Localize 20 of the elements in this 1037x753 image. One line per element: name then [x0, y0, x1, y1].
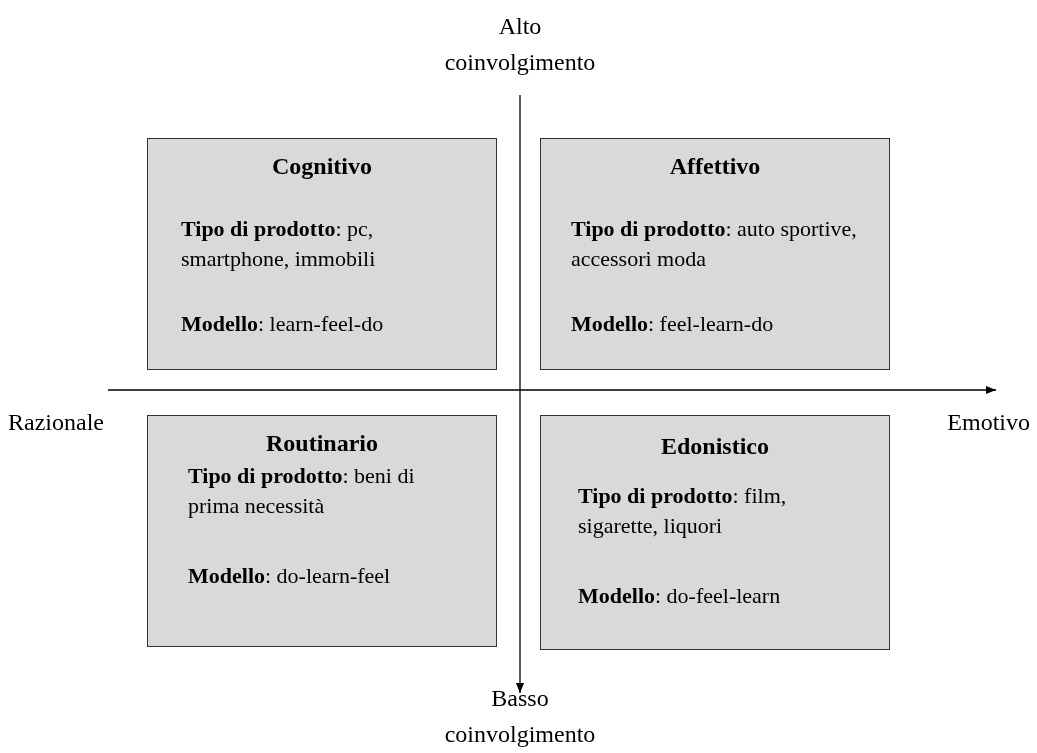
model-text: Modello: do-feel-learn	[578, 582, 782, 610]
axis-label: Razionale	[8, 408, 105, 437]
quadrant-box	[540, 138, 890, 370]
box-heading: Cognitivo	[271, 152, 373, 181]
product-type-text: Tipo di prodotto: film, sigarette, liquori	[578, 482, 788, 540]
product-type-text: Tipo di prodotto: pc, smartphone, immobili	[181, 215, 377, 273]
axis-label: Emotivo	[946, 408, 1030, 437]
quadrant-box	[147, 138, 497, 370]
product-type-text: Tipo di prodotto: auto sportive, accessori moda	[571, 215, 858, 273]
box-heading: Affettivo	[668, 152, 762, 181]
model-text: Modello: learn-feel-do	[181, 310, 385, 338]
axis-label: Alto coinvolgimento	[443, 12, 597, 77]
box-heading: Edonistico	[660, 432, 770, 461]
model-text: Modello: do-learn-feel	[188, 562, 392, 590]
model-text: Modello: feel-learn-do	[571, 310, 775, 338]
axis-label: Basso coinvolgimento	[443, 684, 597, 749]
product-type-text: Tipo di prodotto: beni di prima necessità	[188, 462, 416, 520]
quadrant-box	[147, 415, 497, 647]
quadrant-box	[540, 415, 890, 650]
box-heading: Routinario	[265, 429, 379, 458]
